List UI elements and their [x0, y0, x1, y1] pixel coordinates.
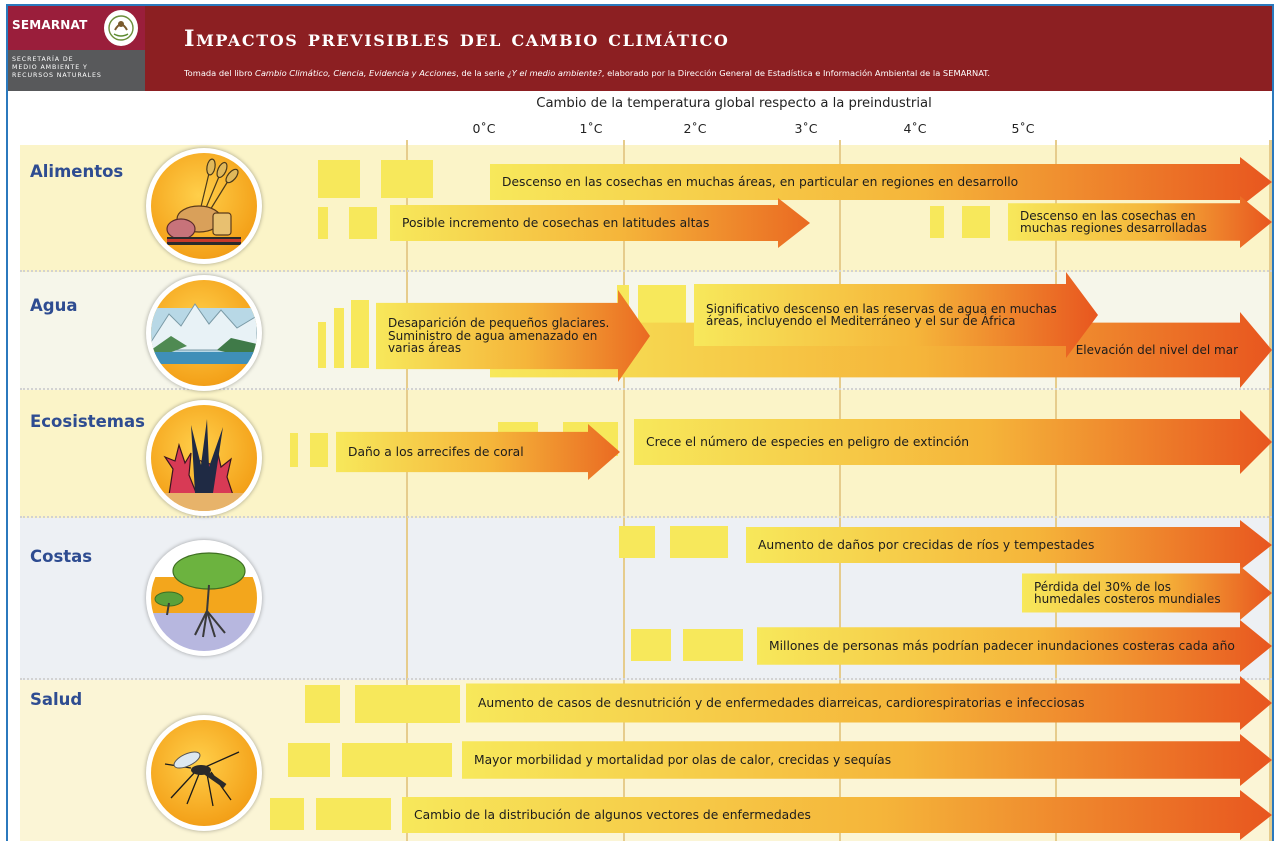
timeline-block — [316, 798, 391, 830]
impact-arrow: Significativo descenso en las reservas d… — [694, 272, 1098, 358]
impact-label: Significativo descenso en las reservas d… — [706, 301, 1057, 328]
logo-brand: SEMARNAT — [12, 18, 88, 32]
food-icon — [146, 148, 262, 264]
timeline-block — [355, 685, 460, 723]
divider — [20, 270, 1272, 272]
divider — [20, 678, 1272, 680]
category-label-agua: Agua — [30, 296, 78, 315]
timeline-block — [288, 743, 330, 777]
timeline-block — [334, 308, 344, 368]
timeline-block — [381, 160, 433, 198]
impact-arrow: Desaparición de pequeños glaciares. Sumi… — [376, 290, 650, 382]
gridline — [1269, 140, 1272, 841]
impact-arrow: Daño a los arrecifes de coral — [336, 424, 620, 480]
category-label-costas: Costas — [30, 547, 93, 566]
impact-label: Daño a los arrecifes de coral — [348, 444, 524, 459]
coral-icon — [146, 400, 262, 516]
impact-arrow: Aumento de daños por crecidas de ríos y … — [746, 520, 1272, 570]
impact-label: Aumento de casos de desnutrición y de en… — [478, 695, 1085, 710]
tick-label: 5˚C — [1011, 121, 1035, 136]
timeline-block — [962, 206, 990, 238]
divider — [20, 388, 1272, 390]
timeline-block — [290, 433, 298, 467]
category-label-ecosistemas: Ecosistemas — [30, 412, 145, 431]
timeline-block — [349, 207, 377, 239]
page-title: Impactos previsibles del cambio climátic… — [184, 26, 730, 52]
impact-label: Elevación del nivel del mar — [1075, 342, 1238, 357]
timeline-block — [270, 798, 304, 830]
timeline-block — [310, 433, 328, 467]
impact-label: Posible incremento de cosechas en latitu… — [402, 215, 710, 230]
timeline-block — [305, 685, 340, 723]
gridline — [623, 140, 625, 841]
gridline — [1055, 140, 1057, 841]
mangrove-icon — [146, 540, 262, 656]
impact-label: Descenso en las cosechas en muchas regio… — [1020, 208, 1207, 235]
impact-label: Crece el número de especies en peligro d… — [646, 434, 970, 449]
timeline-block — [670, 526, 728, 558]
tick-label: 4˚C — [903, 121, 927, 136]
impact-label: Pérdida del 30% de los humedales costero… — [1034, 579, 1221, 606]
impact-arrow: Crece el número de especies en peligro d… — [634, 410, 1272, 474]
tick-label: 1˚C — [579, 121, 603, 136]
mosquito-icon — [146, 715, 262, 831]
timeline-block — [631, 629, 671, 661]
impact-label: Cambio de la distribución de algunos vec… — [414, 807, 811, 822]
timeline-block — [683, 629, 743, 661]
category-label-alimentos: Alimentos — [30, 162, 124, 181]
impact-arrow: Pérdida del 30% de los humedales costero… — [1022, 566, 1272, 620]
timeline-block — [318, 160, 360, 198]
impact-arrow: Aumento de casos de desnutrición y de en… — [466, 676, 1272, 730]
logo-subtitle: SECRETARÍA DE MEDIO AMBIENTE Y RECURSOS … — [12, 56, 102, 79]
page-subtitle: Tomada del libro Cambio Climático, Cienc… — [184, 68, 990, 78]
impact-arrow: Posible incremento de cosechas en latitu… — [390, 198, 810, 248]
semarnat-logo: SEMARNAT SECRETARÍA DE MEDIO AMBIENTE Y … — [8, 6, 145, 91]
impact-arrow: Mayor morbilidad y mortalidad por olas d… — [462, 734, 1272, 786]
impact-label: Desaparición de pequeños glaciares. Sumi… — [388, 316, 610, 356]
glacier-lake-icon — [146, 275, 262, 391]
national-seal-icon — [104, 10, 138, 46]
impact-arrow: Cambio de la distribución de algunos vec… — [402, 790, 1272, 840]
timeline-block — [342, 743, 452, 777]
impact-arrow: Descenso en las cosechas en muchas regio… — [1008, 196, 1272, 248]
category-label-salud: Salud — [30, 690, 83, 709]
tick-label: 3˚C — [794, 121, 818, 136]
scale-title: Cambio de la temperatura global respecto… — [536, 96, 932, 111]
timeline-block — [930, 206, 944, 238]
impact-label: Millones de personas más podrían padecer… — [769, 638, 1235, 653]
timeline-block — [619, 526, 655, 558]
impact-label: Descenso en las cosechas en muchas áreas… — [502, 174, 1019, 189]
gridline — [406, 140, 408, 841]
impact-arrow: Descenso en las cosechas en muchas áreas… — [490, 157, 1272, 207]
timeline-block — [351, 300, 369, 368]
divider — [20, 516, 1272, 518]
tick-label: 0˚C — [472, 121, 496, 136]
timeline-block — [318, 322, 326, 368]
timeline-block — [318, 207, 328, 239]
impact-arrow: Millones de personas más podrían padecer… — [757, 620, 1272, 672]
impact-label: Aumento de daños por crecidas de ríos y … — [758, 537, 1095, 552]
header: SEMARNAT SECRETARÍA DE MEDIO AMBIENTE Y … — [8, 6, 1272, 91]
tick-label: 2˚C — [683, 121, 707, 136]
impact-label: Mayor morbilidad y mortalidad por olas d… — [474, 752, 892, 767]
gridline — [839, 140, 841, 841]
